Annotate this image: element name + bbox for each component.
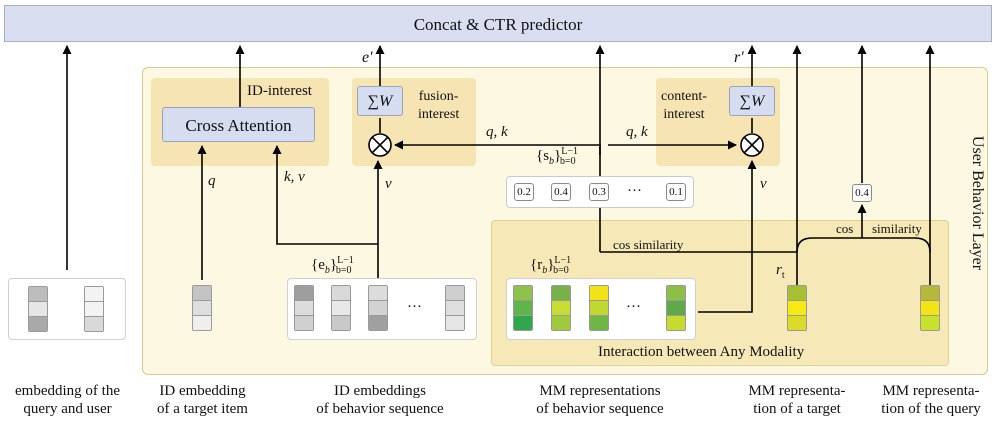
cross-attention-label: Cross Attention [185,116,292,135]
id-seq-ellipsis: ··· [407,299,422,315]
score-item: 0.2 [514,183,534,201]
caption-target-id: ID embedding of a target item [157,383,248,417]
r-seq-label: {rb}L−1b=0 [530,255,572,276]
content-qk-label: q, k [626,124,648,140]
fusion-qk-label: q, k [486,124,508,140]
cross-attention-block: Cross Attention [162,107,315,142]
cos-similarity-label: cos similarity [613,237,684,252]
caption-mm-query: MM representa- tion of the query [881,383,981,417]
query-embedding-bar [28,286,48,332]
ctr-predictor-bar: Concat & CTR predictor [4,5,992,42]
similarity-label: similarity [872,221,922,236]
mm-seq-bar [589,285,609,331]
query-user-embedding-box [8,278,126,340]
s-seq-label: {sb}L−1b=0 [536,146,578,167]
ctr-predictor-label: Concat & CTR predictor [413,15,583,34]
target-mm-bar [787,285,807,331]
content-sum-label: ∑W [739,93,765,110]
q-label: q [208,173,216,189]
content-interest-title: content- interest [661,89,707,122]
interaction-label: Interaction between Any Modality [598,344,805,360]
content-sum-block: ∑W [729,86,775,116]
content-multiply-icon [740,133,764,157]
caption-mm-sequence: MM representations of behavior sequence [536,383,664,417]
target-query-score: 0.4 [852,184,872,202]
id-seq-bar [331,285,351,331]
score-item: 0.1 [666,183,686,201]
mm-seq-ellipsis: ··· [626,299,641,315]
kv-label: k, v [284,169,305,185]
content-v-label: v [760,176,767,192]
fusion-multiply-icon [368,133,392,157]
score-item: 0.3 [589,183,609,201]
fusion-sum-label: ∑W [367,93,393,110]
rt-label: rt [776,262,785,281]
fusion-sum-block: ∑W [357,86,403,116]
target-id-embedding-bar [192,285,212,331]
id-seq-bar [368,285,388,331]
mm-seq-bar [513,285,533,331]
mm-seq-bar [551,285,571,331]
e-seq-label: {eb}L−1b=0 [311,255,354,276]
fusion-interest-title: fusion- interest [418,89,460,122]
caption-id-sequence: ID embeddings of behavior sequence [316,383,444,417]
id-interest-title: ID-interest [247,83,312,99]
id-seq-bar [294,285,314,331]
fusion-v-label: v [385,176,392,192]
caption-mm-target: MM representa- tion of a target [748,383,846,417]
e-prime-label: e′ [362,49,373,66]
r-prime-label: r′ [734,49,744,66]
query-mm-bar [920,285,940,331]
score-item: 0.4 [551,183,571,201]
score-ellipsis: ··· [627,183,642,199]
id-seq-bar [445,285,465,331]
user-embedding-bar [84,286,104,332]
caption-query-user: embedding of the query and user [15,383,120,417]
cos-label: cos [836,221,854,236]
mm-seq-bar [666,285,686,331]
